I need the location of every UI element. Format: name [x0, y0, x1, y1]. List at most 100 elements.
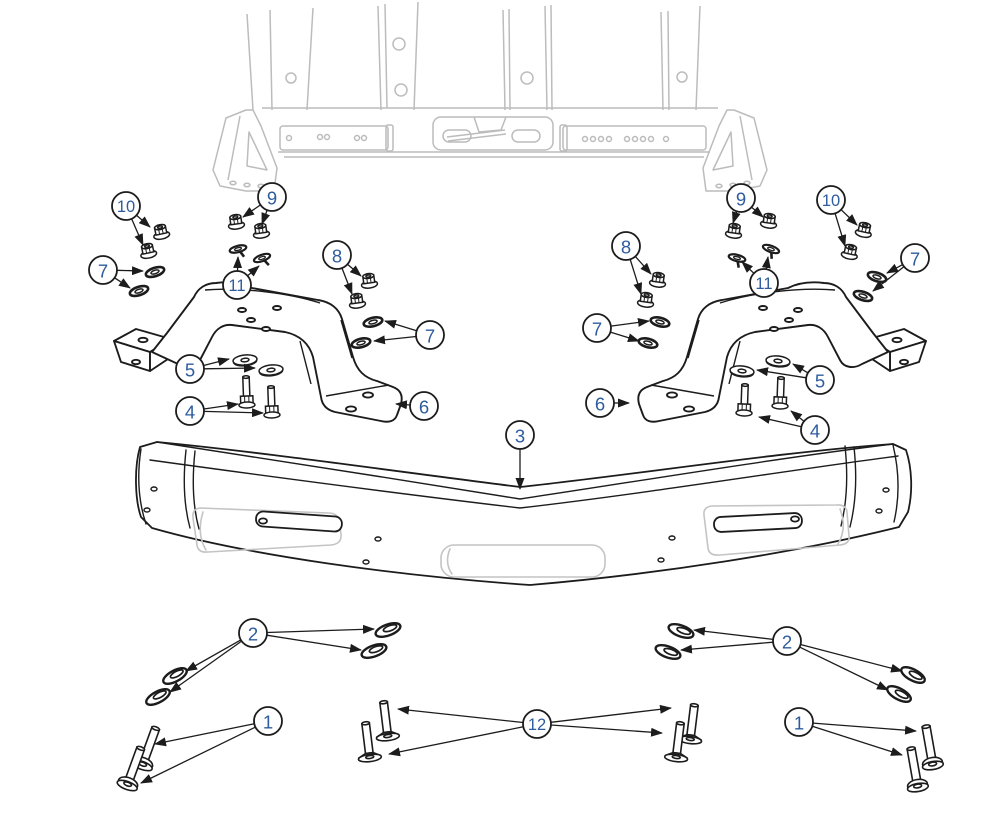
fastener-cone-washer	[372, 619, 404, 641]
fastener-ring-washer	[361, 314, 385, 330]
bumper-step-pad-center	[440, 544, 606, 578]
callout-number: 1	[263, 712, 273, 733]
leader-line-8	[634, 255, 652, 275]
fastener-flange-nut	[648, 270, 668, 289]
leader-line-2	[169, 640, 242, 693]
callout-number: 7	[910, 249, 920, 270]
leader-line-11	[233, 256, 243, 272]
callout-8: 8	[322, 240, 352, 270]
leader-line-7	[373, 335, 417, 345]
leader-line-10	[834, 213, 847, 247]
fastener-flange-nut	[137, 241, 159, 261]
callout-6: 6	[585, 388, 615, 418]
bumper-slot-right	[713, 512, 803, 533]
fastener-hex-bolt	[237, 374, 256, 410]
fastener-flat-washer	[764, 354, 792, 369]
leader-line-2	[680, 641, 774, 654]
fastener-cone-washer	[897, 662, 929, 688]
vehicle-frame-ghost	[212, 1, 768, 192]
leader-line-12	[388, 726, 524, 757]
callout-9: 9	[257, 182, 287, 212]
leader-line-8	[347, 263, 362, 277]
callout-8: 8	[611, 231, 641, 261]
fastener-flange-nut	[251, 221, 271, 240]
frame-gusset-left	[212, 109, 278, 192]
callout-number: 9	[736, 189, 746, 210]
fastener-flange-nut	[347, 291, 367, 310]
fastener-cone-washer	[665, 620, 697, 642]
callout-number: 6	[595, 394, 605, 415]
callout-4: 4	[175, 396, 205, 426]
fastener-ring-washer	[143, 263, 167, 281]
fastener-flat-stud	[227, 242, 250, 262]
callout-10: 10	[816, 185, 846, 215]
leader-line-7	[384, 319, 417, 332]
callout-number: 12	[528, 716, 546, 734]
fastener-flange-nut	[839, 242, 861, 262]
callout-number: 8	[332, 246, 342, 267]
leader-line-7	[886, 263, 904, 274]
leader-line-12	[550, 704, 672, 723]
fastener-ring-washer	[648, 314, 672, 330]
fastener-flange-nut	[636, 290, 656, 309]
fastener-flat-stud	[251, 250, 275, 271]
fastener-flat-bolt	[353, 719, 383, 764]
bumper-step-pad-right	[703, 504, 850, 556]
fastener-cone-washer	[159, 663, 191, 689]
callout-7: 7	[582, 313, 612, 343]
fastener-flat-washer	[728, 364, 756, 379]
leader-line-2	[266, 634, 362, 653]
fastener-ring-washer	[851, 287, 875, 305]
fastener-flat-washer	[257, 363, 285, 378]
leader-line-6	[395, 400, 411, 410]
leader-line-2	[266, 624, 375, 634]
callout-7: 7	[900, 243, 930, 273]
fastener-flat-stud	[758, 241, 782, 262]
frame-plate-right	[562, 125, 707, 151]
bumper-slot-left	[255, 510, 343, 533]
callout-5: 5	[805, 365, 835, 395]
fastener-flange-nut	[759, 211, 779, 230]
leader-line-1	[812, 722, 917, 735]
fastener-ring-washer	[127, 282, 151, 300]
leader-line-12	[550, 724, 663, 737]
callout-2: 2	[772, 626, 802, 656]
leader-line-4	[203, 408, 264, 418]
leader-line-11	[761, 256, 771, 270]
callout-number: 1	[794, 713, 804, 734]
leader-line-4	[758, 415, 802, 428]
callout-9: 9	[726, 183, 756, 213]
fastener-flange-nut	[724, 221, 744, 240]
callout-number: 4	[810, 421, 820, 442]
leader-line-1	[140, 726, 256, 784]
callout-2: 2	[238, 618, 268, 648]
leader-line-12	[397, 705, 524, 724]
leader-line-5	[756, 367, 807, 379]
leader-line-11	[741, 261, 755, 274]
leader-line-9	[242, 204, 261, 218]
callout-11: 11	[222, 270, 252, 300]
leader-line-10	[136, 214, 151, 228]
leader-line-7	[872, 266, 905, 292]
leader-line-11	[247, 265, 260, 277]
leader-line-7	[610, 317, 650, 327]
fastener-hex-bolt	[262, 384, 281, 420]
fastener-ring-washer	[349, 335, 373, 351]
leader-line-2	[800, 643, 903, 673]
fastener-cone-washer	[883, 681, 915, 707]
leader-line-5	[203, 357, 230, 367]
leader-line-10	[131, 218, 144, 246]
callout-5: 5	[175, 354, 205, 384]
fastener-ring-washer	[636, 335, 660, 351]
callout-10: 10	[111, 191, 141, 221]
leader-line-7	[116, 266, 144, 276]
callout-3: 3	[505, 420, 535, 450]
bumper-beam	[135, 441, 913, 586]
fastener-flat-stud	[725, 251, 748, 271]
callout-number: 10	[822, 192, 840, 210]
fastener-hex-bolt	[735, 382, 754, 418]
fastener-flange-nut	[150, 222, 172, 242]
leader-line-10	[840, 209, 858, 226]
leader-line-7	[610, 331, 640, 343]
callout-number: 3	[515, 426, 525, 447]
